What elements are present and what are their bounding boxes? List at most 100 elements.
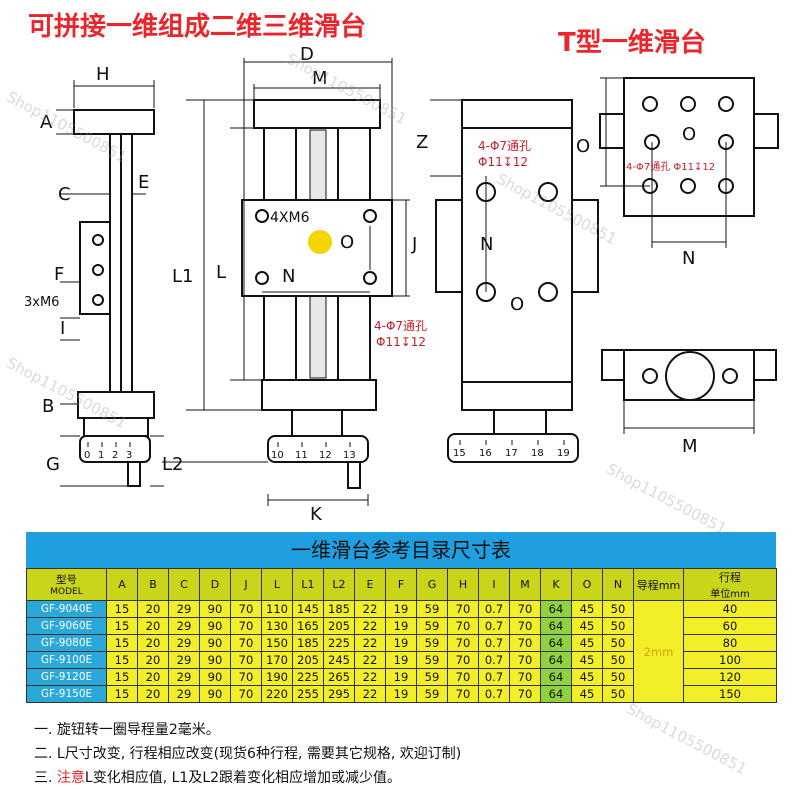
t-type-title: T型一维滑台 [558, 28, 706, 58]
header-col-M: M [509, 568, 541, 601]
note-2: 二. L尺寸改变, 行程相应改变(现货6种行程, 需要其它规格, 欢迎订制) [34, 746, 462, 762]
label-L2: L2 [162, 454, 183, 475]
note-3-text: L变化相应值, L1及L2跟着变化相应增加或减少值。 [84, 770, 402, 786]
cell-L2: 205 [323, 617, 355, 635]
cell-L1: 185 [292, 634, 324, 652]
cell-I: 0.7 [478, 685, 510, 703]
cell-D: 90 [199, 685, 231, 703]
header-col-L2: L2 [323, 568, 355, 601]
cell-H: 70 [447, 651, 479, 669]
cell-I: 0.7 [478, 651, 510, 669]
cell-D: 90 [199, 617, 231, 635]
label-L: L [216, 262, 226, 283]
label-I: I [60, 318, 65, 339]
hole-labels: 4-Φ7通孔 Φ11↧12 4-Φ7通孔 Φ11↧12 4-Φ7通孔 Φ11↧1… [374, 139, 715, 349]
cell-K: 64 [540, 600, 572, 618]
cell-J: 70 [230, 600, 262, 618]
label-E: E [138, 172, 149, 193]
dial-left-1: 1 [98, 450, 104, 461]
label-M-tbottom: M [682, 436, 698, 457]
cell-E: 22 [354, 651, 386, 669]
cell-I: 0.7 [478, 600, 510, 618]
cell-G: 59 [416, 668, 448, 686]
cell-I: 0.7 [478, 668, 510, 686]
cell-K: 64 [540, 634, 572, 652]
t-type-bottom-view [601, 349, 777, 401]
header-col-N: N [602, 568, 634, 601]
cell-L1: 225 [292, 668, 324, 686]
cell-M: 70 [509, 600, 541, 618]
cell-O: 45 [571, 651, 603, 669]
header-stroke-top: 行程 [719, 571, 741, 584]
cell-B: 20 [137, 651, 169, 669]
header-col-L: L [261, 568, 293, 601]
cell-F: 19 [385, 600, 417, 618]
cell-K: 64 [540, 651, 572, 669]
right-hole-label-1: 4-Φ7通孔 [478, 139, 531, 153]
cell-L1: 165 [292, 617, 324, 635]
cell-L1: 145 [292, 600, 324, 618]
cell-E: 22 [354, 685, 386, 703]
cell-B: 20 [137, 685, 169, 703]
cell-K: 64 [540, 685, 572, 703]
cell-O: 45 [571, 617, 603, 635]
cell-N: 50 [602, 600, 634, 618]
header-model-bottom: MODEL [50, 587, 83, 597]
cell-D: 90 [199, 600, 231, 618]
header-col-K: K [540, 568, 572, 601]
cell-H: 70 [447, 617, 479, 635]
cell-stroke: 60 [683, 617, 777, 635]
cell-O: 45 [571, 634, 603, 652]
side-view [73, 109, 155, 487]
header-col-E: E [354, 568, 386, 601]
cell-B: 20 [137, 668, 169, 686]
cell-M: 70 [509, 668, 541, 686]
watermark-6: Shop1105500851 [623, 699, 750, 779]
cell-G: 59 [416, 617, 448, 635]
cell-B: 20 [137, 617, 169, 635]
header-col-O: O [571, 568, 603, 601]
label-K: K [310, 504, 323, 525]
cell-E: 22 [354, 634, 386, 652]
cell-B: 20 [137, 634, 169, 652]
header-col-I: I [478, 568, 510, 601]
label-M: M [312, 68, 328, 89]
label-G: G [46, 454, 60, 475]
cell-B: 20 [137, 600, 169, 618]
cell-K: 64 [540, 617, 572, 635]
cell-D: 90 [199, 634, 231, 652]
header-col-J: J [230, 568, 262, 601]
dial-right-19: 19 [557, 448, 570, 459]
cell-model: GF-9150E [26, 685, 107, 703]
cell-L: 220 [261, 685, 293, 703]
header-col-G: G [416, 568, 448, 601]
cell-L: 110 [261, 600, 293, 618]
technical-drawing: H A C E F 3xM6 I B G D M 4XM6 O J L1 L N… [24, 44, 779, 525]
label-3xM6: 3xM6 [24, 295, 59, 310]
label-B: B [42, 396, 54, 417]
cell-F: 19 [385, 668, 417, 686]
header-model-top: 型号 [56, 574, 77, 586]
dial-left-0: 0 [84, 450, 90, 461]
dial-left-3: 3 [126, 450, 132, 461]
cell-E: 22 [354, 600, 386, 618]
front-hole-label-1: 4-Φ7通孔 [374, 319, 427, 333]
table-title: 一维滑台参考目录尺寸表 [26, 532, 776, 568]
t-type-bottom-dimensions [623, 400, 755, 434]
label-J: J [411, 234, 417, 255]
cell-C: 29 [168, 600, 200, 618]
cell-J: 70 [230, 634, 262, 652]
cell-O: 45 [571, 668, 603, 686]
cell-C: 29 [168, 685, 200, 703]
cell-F: 19 [385, 685, 417, 703]
front-view-dimensions [162, 58, 410, 506]
cell-L: 150 [261, 634, 293, 652]
label-Z: Z [416, 132, 428, 153]
cell-L2: 265 [323, 668, 355, 686]
cell-H: 70 [447, 600, 479, 618]
cell-stroke: 40 [683, 600, 777, 618]
cell-lead: 2mm [633, 600, 684, 703]
